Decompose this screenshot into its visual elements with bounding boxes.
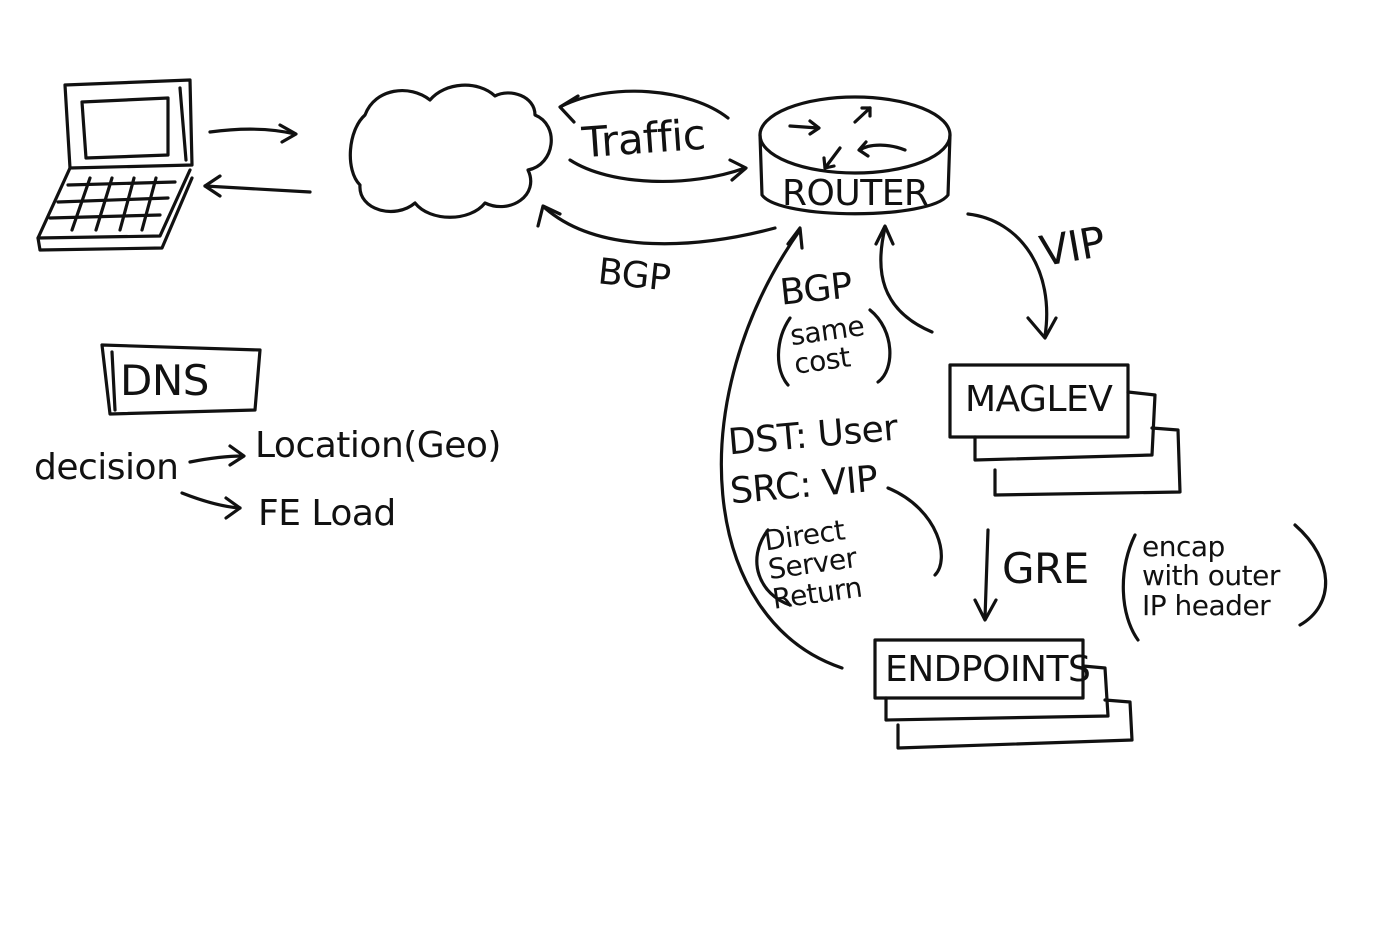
traffic-arrows: [558, 89, 748, 184]
vip-label: VIP: [1036, 216, 1109, 277]
decision-arrows: [180, 444, 246, 520]
laptop-cloud-arrows: [203, 123, 312, 198]
vip-arrow: [966, 212, 1058, 340]
dsr-note: Direct Server Return: [762, 513, 864, 616]
bgp-same-cost-note: same cost: [787, 309, 867, 382]
decision-label: decision: [34, 447, 179, 488]
endpoints-stack: [873, 638, 1134, 750]
encap-note: encap with outer IP header: [1142, 530, 1280, 622]
bgp-label: BGP: [596, 251, 673, 300]
dns-box: [100, 343, 262, 416]
maglev-stack: [948, 363, 1182, 497]
router-label: ROUTER: [782, 173, 929, 214]
maglev-bgp-arrow: [874, 224, 934, 334]
traffic-label: Traffic: [580, 109, 707, 168]
gre-label: GRE: [1002, 544, 1089, 593]
fe-load-label: FE Load: [258, 493, 396, 534]
internet-cloud-icon: [348, 83, 553, 219]
dns-label: DNS: [120, 356, 209, 405]
maglev-label: MAGLEV: [965, 379, 1113, 420]
gre-arrow: [973, 528, 998, 622]
bgp-same-cost-title: BGP: [778, 265, 855, 314]
laptop-icon: [36, 78, 194, 252]
endpoints-label: ENDPOINTS: [885, 649, 1091, 690]
bgp-arrow: [536, 204, 777, 246]
router-icon: [758, 95, 952, 216]
note-parentheses: [755, 308, 1328, 642]
dsr-return-arrow: [719, 226, 844, 670]
location-label: Location(Geo): [255, 425, 501, 466]
